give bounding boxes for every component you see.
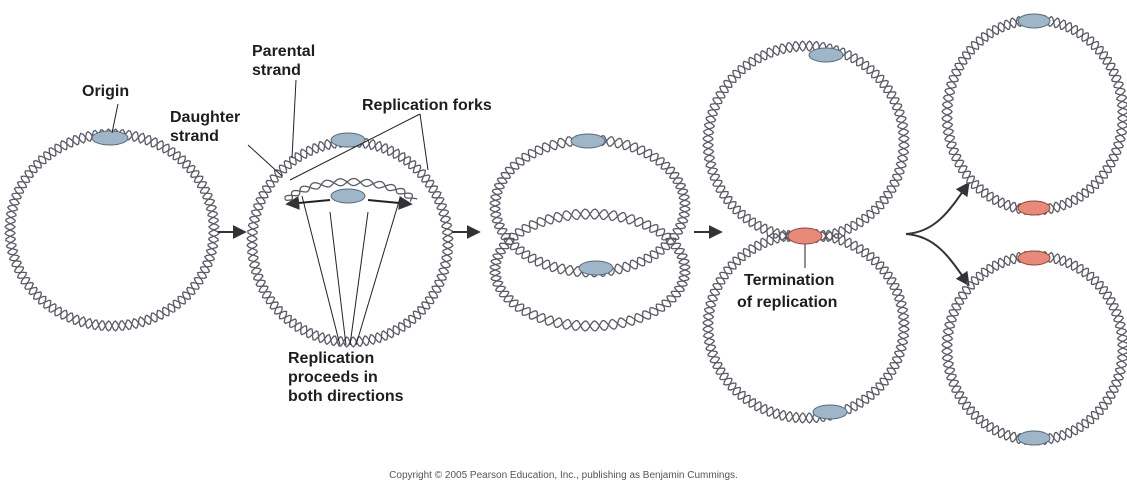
daughter-top-b	[942, 15, 1127, 215]
origin-marker	[1018, 431, 1050, 445]
stage-4-chromosome	[703, 41, 909, 423]
direction-arrow-right	[368, 200, 410, 204]
stage-2-chromosome	[247, 133, 453, 347]
stage-3-upper-a	[490, 135, 689, 276]
origin-marker-top	[809, 48, 843, 62]
split-arrows	[906, 184, 968, 284]
label-termination-line-2: of replication	[737, 294, 837, 312]
stage-4-upper-b	[703, 41, 909, 243]
stage-2-dna-strand-b	[247, 137, 453, 347]
daughter-bottom-a	[942, 251, 1127, 445]
daughter-top-a	[942, 15, 1127, 215]
stage-4-lower-a	[703, 229, 909, 423]
label-daughter-strand-line-2: strand	[170, 128, 219, 146]
label-replication-forks: Replication forks	[362, 97, 492, 115]
daughter-bottom-b	[942, 251, 1127, 445]
termination-marker	[1018, 251, 1050, 265]
stage-1-chromosome	[5, 129, 219, 331]
termination-marker	[788, 228, 822, 244]
origin-marker-bottom	[813, 405, 847, 419]
origin-marker-inner	[331, 189, 365, 203]
stage-4-lower-b	[703, 229, 909, 423]
label-daughter-strand-line-1: Daughter	[170, 109, 240, 127]
direction-arrow-left	[288, 200, 330, 204]
origin-marker-top	[571, 134, 605, 148]
stage-4-upper-a	[703, 41, 909, 243]
stage-3-chromosome	[490, 134, 690, 331]
copyright-notice: Copyright © 2005 Pearson Education, Inc.…	[0, 470, 1127, 481]
label-proceeds-line-3: both directions	[288, 388, 404, 406]
label-parental-strand-line-2: strand	[252, 62, 301, 80]
daughter-chromosome-top	[942, 14, 1127, 215]
origin-marker	[92, 131, 128, 145]
label-termination-line-1: Termination	[744, 272, 834, 290]
daughter-chromosome-bottom	[942, 251, 1127, 445]
termination-marker	[1018, 201, 1050, 215]
stage-1-dna-strand-a	[5, 129, 219, 331]
label-origin: Origin	[82, 83, 129, 101]
label-parental-strand-line-1: Parental	[252, 43, 315, 61]
label-proceeds-line-2: proceeds in	[288, 369, 378, 387]
label-proceeds-line-1: Replication	[288, 350, 374, 368]
origin-marker-bottom	[579, 261, 613, 275]
stage-1-dna-strand-b	[5, 129, 219, 331]
origin-marker	[1018, 14, 1050, 28]
stage-2-dna-strand-a	[247, 137, 453, 347]
stage-3-upper-b	[490, 135, 689, 276]
